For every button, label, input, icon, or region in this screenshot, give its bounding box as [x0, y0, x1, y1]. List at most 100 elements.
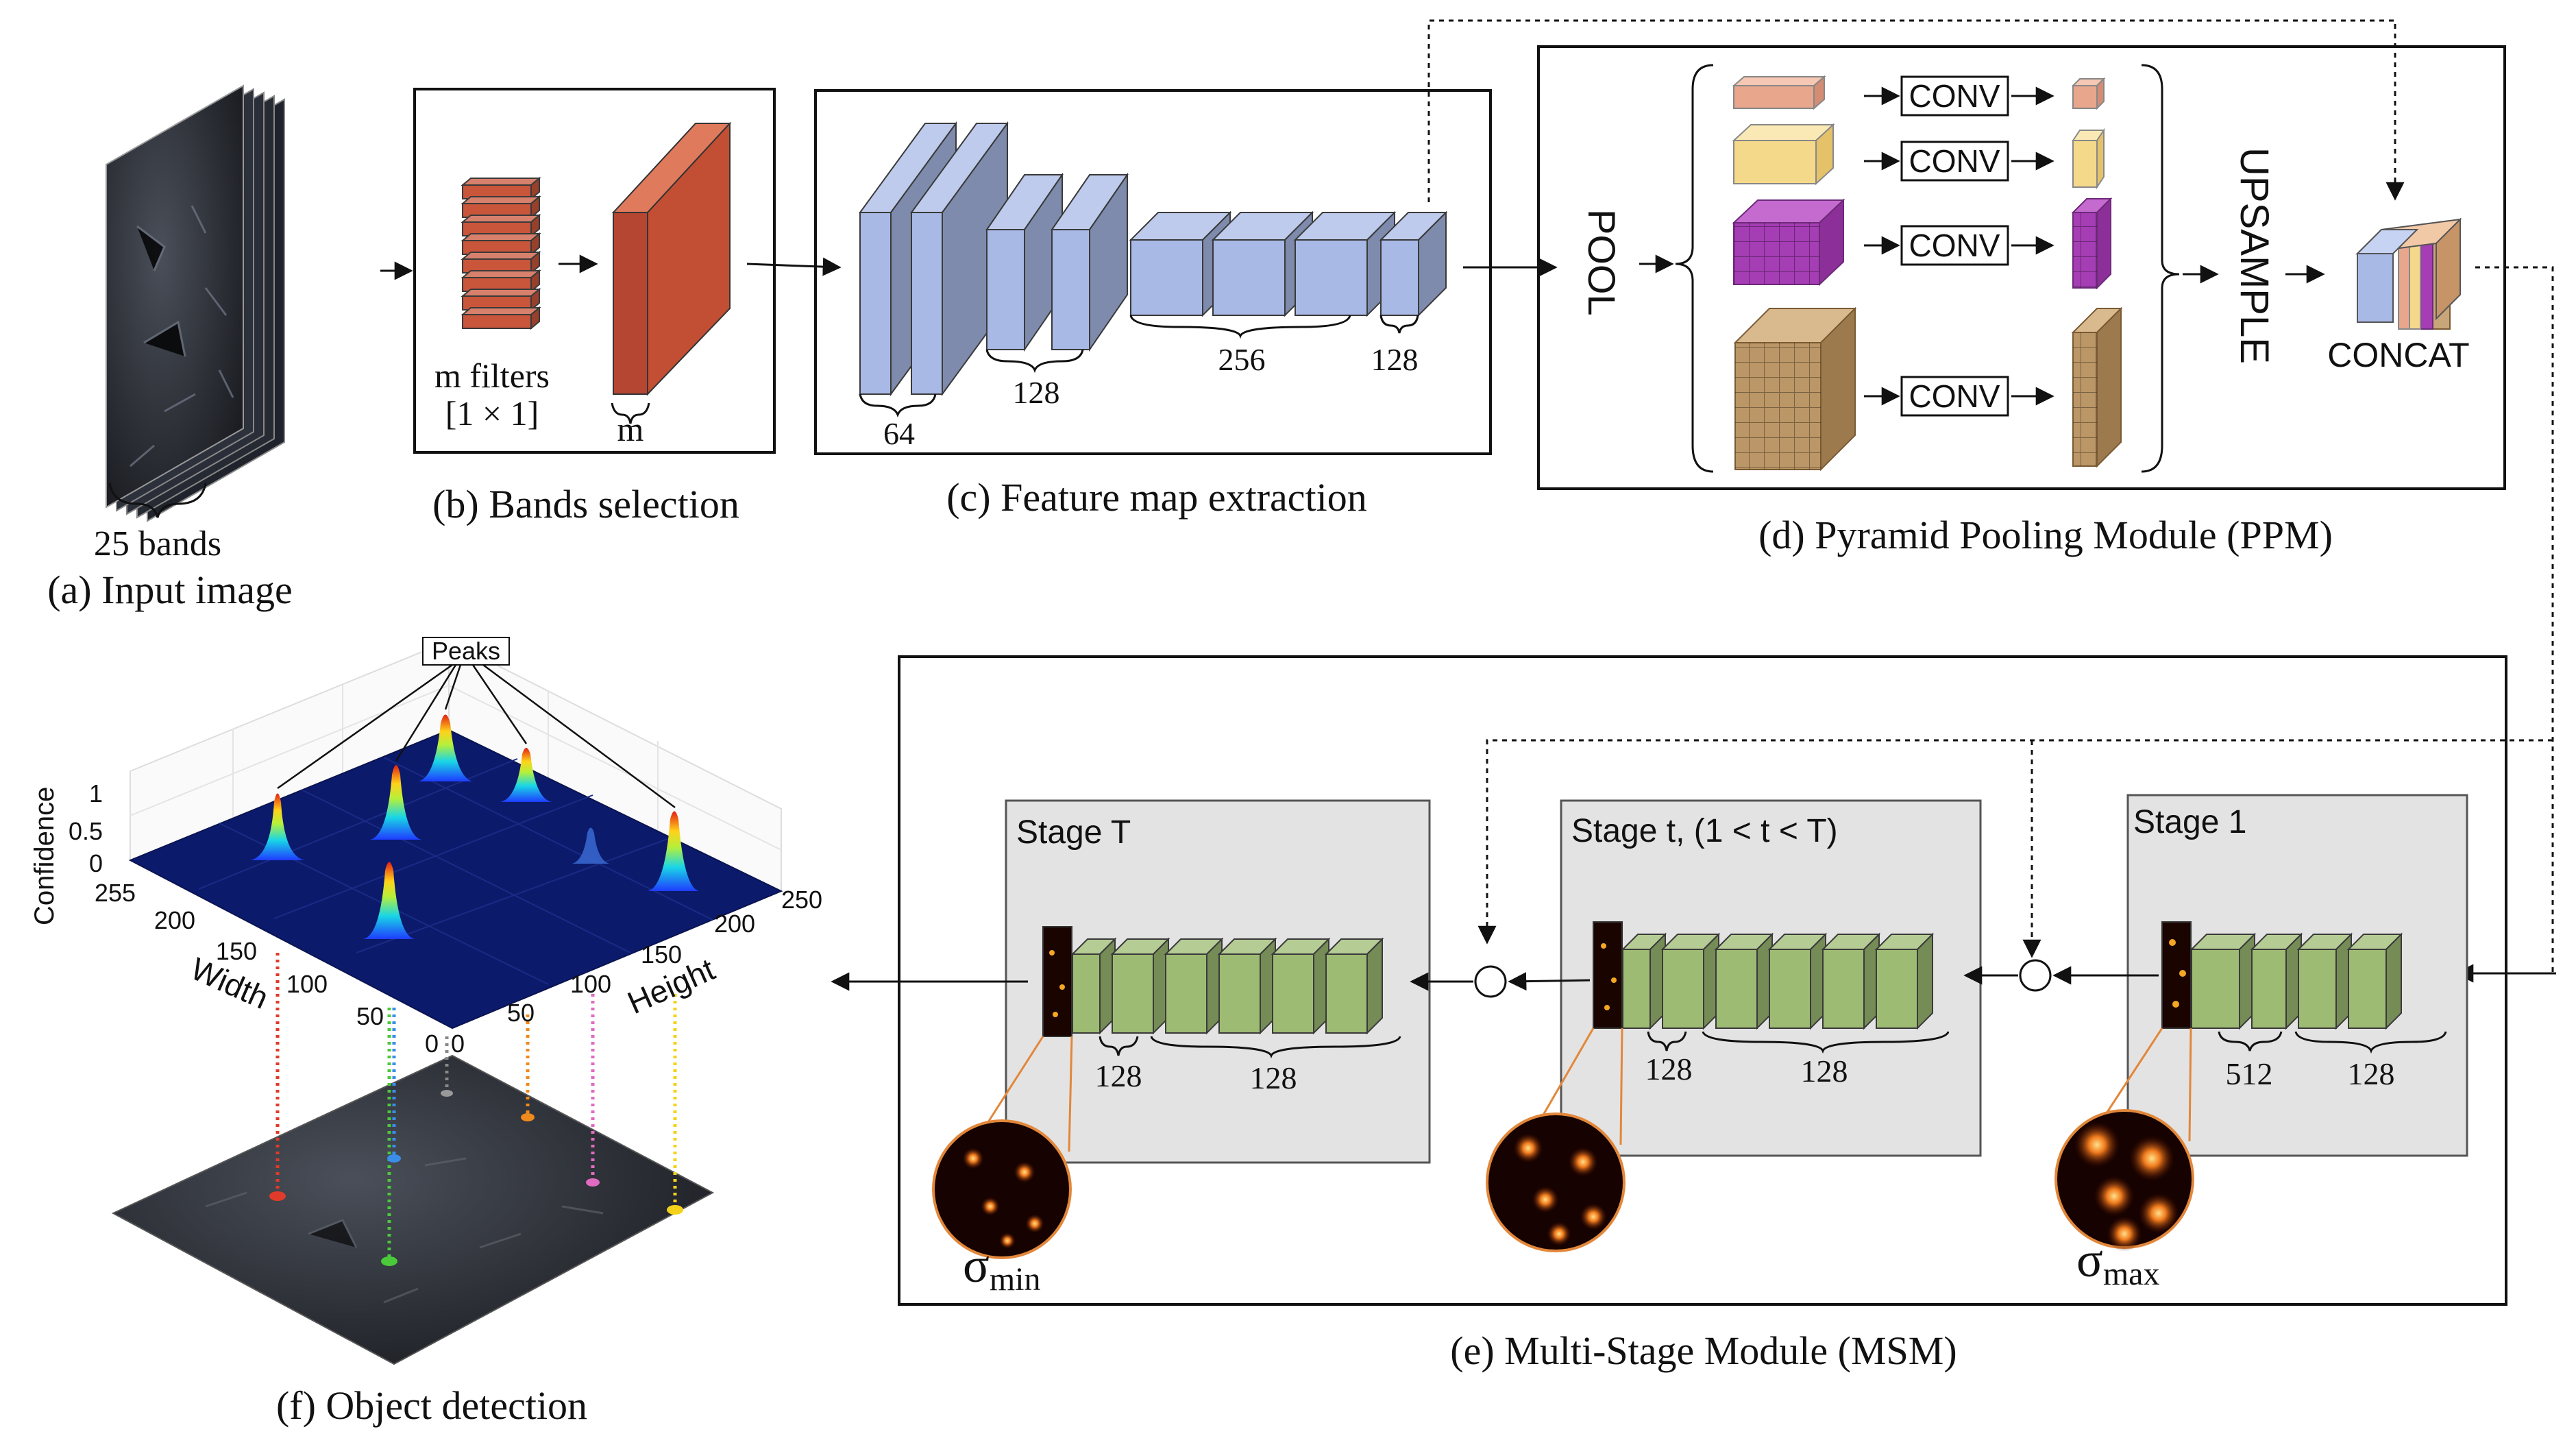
peak	[500, 748, 552, 802]
pool-block-2	[1732, 123, 1835, 186]
msm-caption: (e) Multi-Stage Module (MSM)	[1450, 1328, 1956, 1373]
selected-bands-block	[611, 121, 732, 396]
arrow-bands-to-features	[746, 257, 842, 276]
filters-label: m filters	[434, 356, 550, 395]
filter-stack	[461, 176, 541, 330]
feature-block	[1379, 210, 1448, 317]
projection-lines	[275, 953, 677, 1258]
z-tick: 1	[89, 779, 103, 807]
msm-conv-block	[2250, 932, 2303, 1030]
peaks-label: Peaks	[432, 637, 500, 665]
feature-dim-64: 64	[883, 416, 915, 451]
input-image-stack	[106, 84, 285, 522]
bands-count-label: 25 bands	[94, 524, 221, 563]
zoom-line	[985, 1036, 1044, 1125]
stage-1-title: Stage 1	[2133, 804, 2246, 840]
msm-conv-block	[1070, 937, 1117, 1035]
filter-slab	[461, 250, 541, 275]
conv-box	[1900, 75, 2009, 117]
msm-conv-block	[1621, 932, 1667, 1030]
z-axis-label: Confidence	[29, 787, 60, 925]
upsample-brace	[2141, 64, 2180, 473]
band-texture	[130, 205, 234, 467]
ground-detections	[269, 1090, 683, 1266]
conv-label: CONV	[1909, 78, 2000, 114]
feature-block	[1293, 210, 1397, 317]
feature-blocks	[859, 121, 1448, 397]
filter-slab	[461, 176, 541, 201]
zoom-line	[2188, 1028, 2192, 1142]
filter-slab	[461, 232, 541, 256]
concat-label: CONCAT	[2327, 336, 2469, 374]
bands-selection-caption: (b) Bands selection	[432, 482, 739, 526]
heatmap-zoom-min	[932, 1119, 1072, 1259]
pool-block-3	[1732, 198, 1845, 287]
pool-block-4	[1733, 306, 1857, 472]
msm-conv-block	[1767, 932, 1828, 1030]
peak	[250, 793, 305, 860]
height-tick: 250	[781, 886, 822, 914]
detection-caption: (f) Object detection	[276, 1383, 587, 1428]
stage-T-heatmap-thumb	[1042, 926, 1072, 1037]
heatmap-zoom-mid	[1486, 1112, 1626, 1252]
height-tick: 50	[507, 999, 535, 1027]
feature-extraction-box	[814, 89, 1492, 455]
msm-conv-block	[2296, 932, 2353, 1030]
conv-box	[1900, 225, 2009, 266]
height-tick: 0	[451, 1030, 465, 1058]
zoom-line	[1541, 1028, 1595, 1118]
height-tick: 150	[641, 940, 682, 969]
msm-conv-block	[1874, 932, 1935, 1030]
ground-texture	[205, 1157, 604, 1304]
width-tick: 255	[95, 879, 136, 907]
stage-T-dim-1: 128	[1095, 1058, 1142, 1093]
feature-block	[1051, 172, 1129, 352]
feature-dim-braces	[859, 315, 1419, 418]
stage-t-title: Stage t, (1 < t < T)	[1571, 813, 1838, 849]
heatmap-zoom-max	[2054, 1109, 2194, 1252]
conv-label: CONV	[1909, 143, 2000, 179]
band-layer	[106, 84, 244, 509]
z-tick: 0	[89, 849, 103, 877]
stage-1-dim-1: 512	[2226, 1056, 2273, 1091]
bands-selection-box	[413, 88, 776, 454]
ppm-caption: (d) Pyramid Pooling Module (PPM)	[1758, 513, 2333, 557]
z-tick: 0.5	[69, 817, 103, 845]
msm-conv-block	[2346, 932, 2403, 1030]
thumb-dots	[1049, 939, 2186, 1017]
confidence-surface	[128, 729, 783, 1030]
zoom-line	[1068, 1036, 1073, 1152]
msm-conv-block	[1821, 932, 1881, 1030]
m-brace	[611, 402, 650, 424]
merge-node-stage-t	[2019, 959, 2052, 992]
feature-extraction-caption: (c) Feature map extraction	[946, 475, 1367, 520]
m-label: m	[617, 410, 644, 448]
confidence-peaks	[250, 714, 699, 939]
feature-dim-256: 256	[1218, 342, 1266, 377]
ppm-to-msm-connection	[2457, 266, 2554, 975]
pool-brace	[1675, 64, 1714, 473]
conv-label: CONV	[1909, 378, 2000, 414]
skip-to-stage-T	[1477, 739, 2553, 945]
concat-block	[2355, 217, 2462, 330]
input-image-caption: (a) Input image	[47, 568, 293, 612]
skip-connection-to-concat	[1427, 19, 2405, 202]
msm-conv-block	[1271, 937, 1331, 1035]
stage-t-dim-1: 128	[1645, 1051, 1693, 1086]
upsample-label: UPSAMPLE	[2232, 147, 2277, 364]
conv-box	[1900, 376, 2009, 417]
stage-1-dim-2: 128	[2348, 1056, 2395, 1091]
detection-ground-image	[111, 1054, 715, 1365]
filter-slab	[461, 269, 541, 293]
msm-blocks	[1070, 932, 2403, 1035]
zoom-line	[1619, 1028, 1623, 1145]
stage-T-dim-2: 128	[1250, 1060, 1297, 1095]
stage-t-heatmap-thumb	[1593, 921, 1623, 1029]
stage-T-title: Stage T	[1016, 814, 1131, 851]
peak	[418, 714, 473, 781]
sigma-max-label: σmax	[2076, 1232, 2159, 1292]
height-tick: 200	[714, 910, 755, 938]
conv-box	[1900, 141, 2009, 182]
msm-conv-block	[1164, 937, 1224, 1035]
